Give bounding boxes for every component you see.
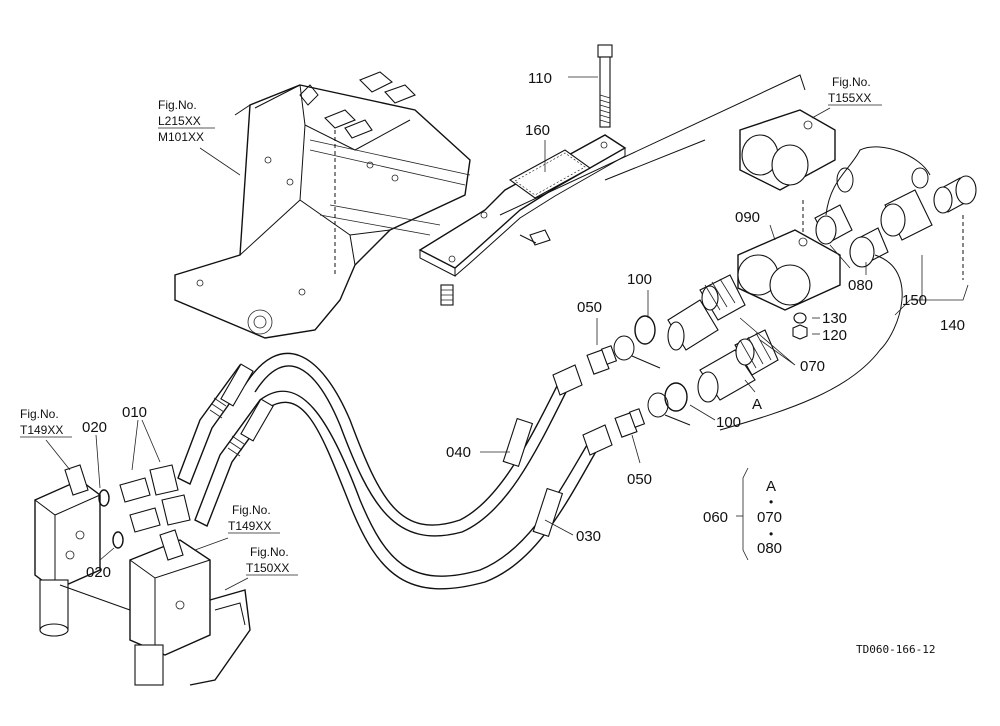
nut-130 [793, 312, 807, 324]
bracket-090 [737, 200, 841, 311]
svg-text:T150XX: T150XX [246, 561, 289, 575]
label-050-top: 050 [577, 299, 602, 316]
svg-text:M101XX: M101XX [158, 130, 204, 144]
label-070: 070 [800, 358, 825, 375]
svg-text:060: 060 [703, 509, 728, 526]
figref-t149-mid: Fig.No. T149XX [228, 503, 280, 534]
label-120: 120 [822, 327, 847, 344]
svg-text:070: 070 [757, 509, 782, 526]
svg-text:T149XX: T149XX [228, 519, 271, 533]
label-100-top: 100 [627, 271, 652, 288]
svg-text:Fig.No.: Fig.No. [832, 75, 871, 89]
coupler-group [719, 146, 977, 431]
label-080: 080 [848, 277, 873, 294]
adapter-010 [119, 464, 191, 533]
svg-text:•: • [769, 527, 773, 541]
oring-020-top [98, 489, 110, 507]
leader-lines [45, 76, 969, 591]
oring-100-bottom [647, 382, 691, 426]
label-150: 150 [902, 292, 927, 309]
guide-line-top [499, 74, 806, 216]
adapter-050-top [586, 345, 618, 375]
label-040: 040 [446, 444, 471, 461]
label-010: 010 [122, 404, 147, 421]
control-valve-right [129, 529, 251, 686]
svg-text:Fig.No.: Fig.No. [250, 545, 289, 559]
svg-text:Fig.No.: Fig.No. [20, 407, 59, 421]
hose-040 [244, 352, 583, 537]
svg-text:080: 080 [757, 540, 782, 557]
drawing-number: TD060-166-12 [856, 643, 935, 656]
nut-120 [792, 324, 808, 340]
svg-text:Fig.No.: Fig.No. [158, 98, 197, 112]
adapter-050-bottom [614, 408, 646, 438]
figref-t155: Fig.No. T155XX [828, 75, 882, 106]
figref-t149-left: Fig.No. T149XX [20, 407, 72, 438]
svg-text:•: • [769, 495, 773, 509]
coupler-housing-upper [739, 109, 836, 191]
hose-030 [259, 390, 613, 590]
bolt-110 [597, 44, 613, 128]
hose-left-pair [177, 363, 274, 527]
label-160: 160 [525, 122, 550, 139]
svg-text:T155XX: T155XX [828, 91, 871, 105]
coupler-070-lower [697, 329, 779, 403]
svg-text:L215XX: L215XX [158, 114, 201, 128]
oring-020-bottom [112, 531, 124, 549]
frame-bracket [174, 71, 471, 339]
mounting-plate [418, 134, 627, 306]
label-020-top: 020 [82, 419, 107, 436]
label-100-bottom: 100 [716, 414, 741, 431]
label-a: A [752, 396, 762, 413]
figref-t150: Fig.No. T150XX [246, 545, 298, 576]
label-140: 140 [940, 317, 965, 334]
label-050-bottom: 050 [627, 471, 652, 488]
svg-text:A: A [766, 478, 776, 495]
oring-100-top [613, 315, 661, 369]
legend-060: 060 A • 070 • 080 [703, 478, 782, 557]
svg-text:Fig.No.: Fig.No. [232, 503, 271, 517]
figref-l215: Fig.No. L215XX M101XX [158, 98, 215, 144]
label-090: 090 [735, 209, 760, 226]
coupler-070-upper [667, 274, 746, 351]
label-020-bottom: 020 [86, 564, 111, 581]
label-030: 030 [576, 528, 601, 545]
control-valve-left [34, 464, 131, 637]
label-130: 130 [822, 310, 847, 327]
svg-text:T149XX: T149XX [20, 423, 63, 437]
guide-line-mid [604, 139, 706, 181]
label-110: 110 [528, 70, 552, 87]
